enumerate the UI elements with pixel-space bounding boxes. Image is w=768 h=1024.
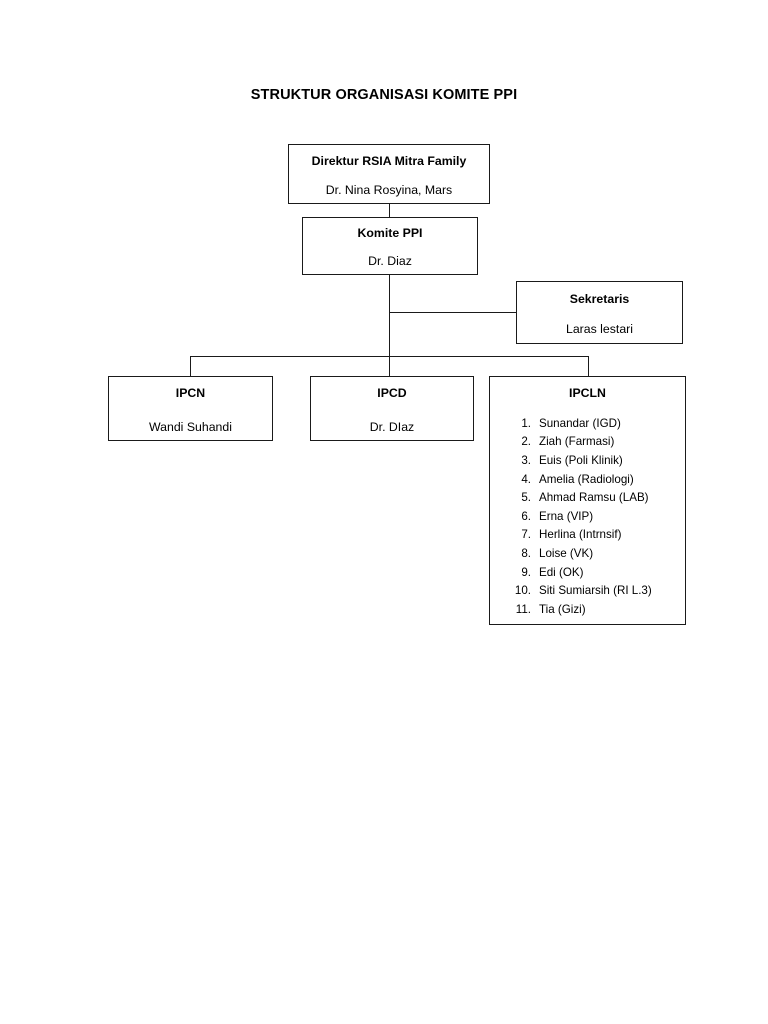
node-ipcln: IPCLN 1. Sunandar (IGD) 2. Ziah (Farmasi) 3.… [489,376,686,625]
node-ipcd-title: IPCD [377,386,407,400]
connector-drop-ipcn [190,356,192,376]
list-item-number: 6. [521,509,531,523]
list-item-number: 8. [521,546,531,560]
list-item-number: 4. [521,472,531,486]
list-item-name: Ziah (Farmasi) [539,435,615,449]
list-item: 9. Edi (OK) [510,564,685,583]
node-sekretaris: Sekretaris Laras lestari [516,281,683,344]
list-item-number: 5. [521,491,531,505]
node-ipcn-name: Wandi Suhandi [149,419,232,434]
list-item: 3. Euis (Poli Klinik) [510,452,685,471]
list-item-name: Tia (Gizi) [539,602,586,616]
list-item-number: 11. [515,602,531,616]
node-ipcn: IPCN Wandi Suhandi [108,376,273,441]
node-komite-ppi-name: Dr. Diaz [368,253,412,268]
list-item: 2. Ziah (Farmasi) [510,433,685,452]
list-item-name: Edi (OK) [539,565,584,579]
list-item-name: Siti Sumiarsih (RI L.3) [539,584,652,598]
list-item-name: Amelia (Radiologi) [539,472,634,486]
node-ipcln-title: IPCLN [569,386,606,400]
node-ipcd: IPCD Dr. DIaz [310,376,474,441]
list-item: 4. Amelia (Radiologi) [510,471,685,490]
list-item-name: Euis (Poli Klinik) [539,453,623,467]
node-ipcd-name: Dr. DIaz [369,419,415,434]
list-item-name: Ahmad Ramsu (LAB) [539,491,649,505]
connector-drop-ipcln [588,356,590,376]
connector-direktur-to-komite [389,204,391,217]
node-direktur-title: Direktur RSIA Mitra Family [311,154,467,168]
list-item-name: Erna (VIP) [539,509,594,523]
node-komite-ppi: Komite PPI Dr. Diaz [302,217,478,275]
list-item-name: Loise (VK) [539,546,594,560]
connector-to-sekretaris [389,312,516,314]
list-item: 6. Erna (VIP) [510,508,685,527]
list-item: 11. Tia (Gizi) [510,601,685,620]
list-item: 7. Herlina (Intrnsif) [510,526,685,545]
list-item-number: 1. [521,416,531,430]
node-sekretaris-name: Laras lestari [566,321,633,336]
list-item-number: 10. [514,584,531,598]
node-direktur: Direktur RSIA Mitra Family Dr. Nina Rosy… [288,144,490,204]
list-item-name: Sunandar (IGD) [539,416,621,430]
list-item-number: 2. [521,435,531,449]
list-item: 8. Loise (VK) [510,545,685,564]
page-title: STRUKTUR ORGANISASI KOMITE PPI [250,87,518,103]
connector-komite-vertical [389,275,391,376]
list-item-number: 9. [521,565,531,579]
node-direktur-name: Dr. Nina Rosyina, Mars [325,182,453,197]
node-ipcn-title: IPCN [175,386,206,400]
ipcln-member-list: 1. Sunandar (IGD) 2. Ziah (Farmasi) 3. Euis (… [490,415,685,620]
list-item: 5. Ahmad Ramsu (LAB) [510,489,685,508]
node-komite-ppi-title: Komite PPI [357,226,423,240]
connector-distribution-bar [190,356,589,358]
list-item-name: Herlina (Intrnsif) [539,528,622,542]
list-item: 10. Siti Sumiarsih (RI L.3) [510,582,685,601]
list-item-number: 7. [521,528,531,542]
node-sekretaris-title: Sekretaris [569,292,630,306]
list-item-number: 3. [521,453,531,467]
list-item: 1. Sunandar (IGD) [510,415,685,434]
